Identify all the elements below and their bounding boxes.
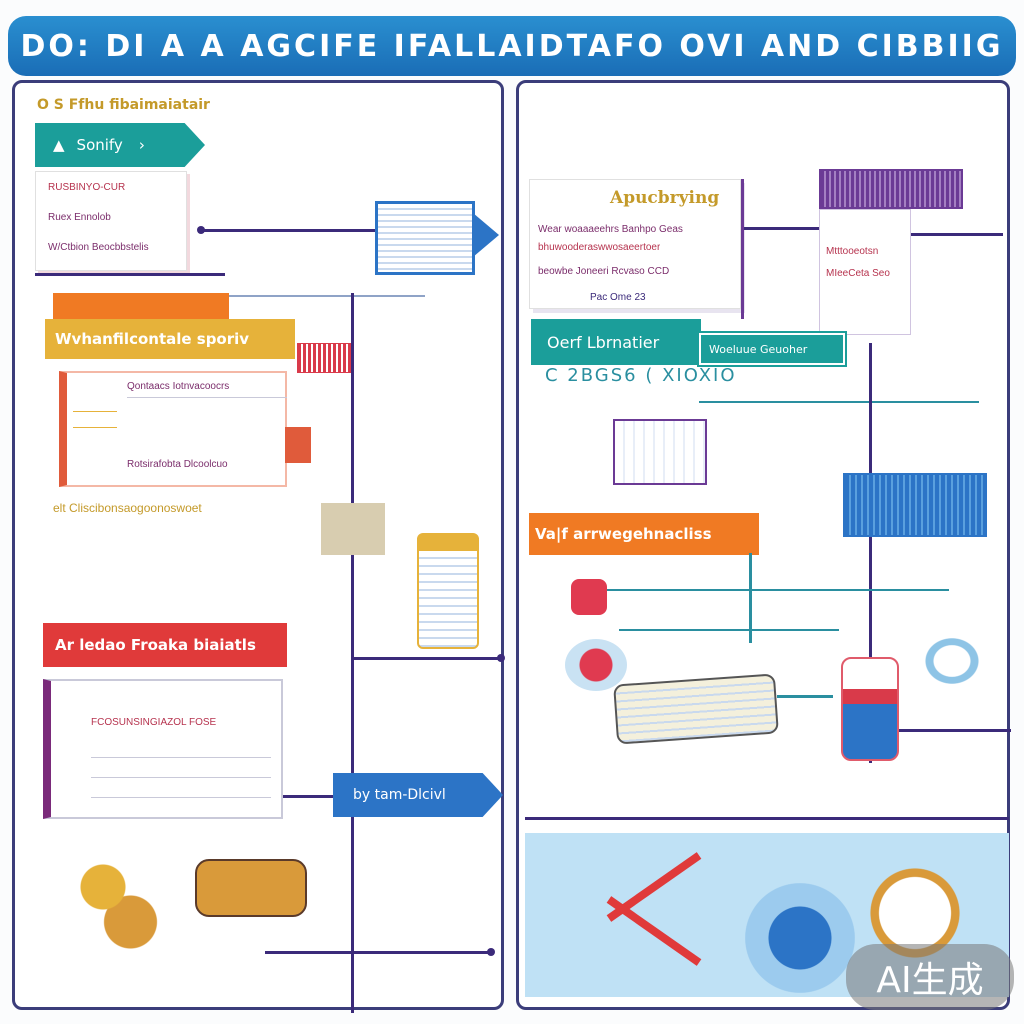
red-striped-box <box>297 343 353 373</box>
connector <box>351 293 354 1013</box>
dashboard-illustration <box>613 419 707 485</box>
red-card: FCOSUNSINGIAZOL FOSE <box>43 679 283 819</box>
connector <box>225 295 425 297</box>
card-divider <box>91 777 271 778</box>
red-x-mark <box>606 896 702 966</box>
red-bag-icon <box>571 579 607 615</box>
blue-arrow-label: by tam-Dlcivl <box>353 787 446 803</box>
blue-arrow-tag: by tam-Dlcivl <box>333 773 503 817</box>
small-red-chart <box>285 427 311 463</box>
card-line: MIeeCeta Seo <box>826 268 890 279</box>
connector <box>743 227 821 230</box>
connector <box>777 695 833 698</box>
teal-section-title: Oerf Lbrnatier <box>547 332 660 352</box>
sonify-label: Sonify <box>76 136 123 154</box>
card-line: bhuwooderaswwosaeertoer <box>538 242 661 253</box>
connector-node <box>497 654 505 662</box>
purple-chart-card <box>819 169 963 209</box>
left-panel-header: O S Ffhu fibaimaiatair <box>37 97 210 113</box>
card-divider <box>73 427 117 428</box>
orange-doc-card <box>417 533 479 649</box>
connector <box>911 233 1003 236</box>
people-illustration <box>59 845 169 985</box>
ai-generated-watermark: AI生成 <box>846 944 1014 1010</box>
bowl-illustration <box>917 631 987 691</box>
connector <box>35 273 225 276</box>
connector <box>699 401 979 403</box>
arrow-right-icon <box>473 213 499 257</box>
menu-card: RUSBINYO-CUR Ruex Ennolob W/Ctbion Beocb… <box>35 171 187 271</box>
connector-node <box>487 948 495 956</box>
diagram-title-banner: DO: DI A A AGCIFE IFALLAIDTAFO OVI AND C… <box>8 16 1016 76</box>
orange-strip <box>53 293 229 319</box>
card-line: beowbe Joneeri Rcvaso CCD <box>538 266 670 277</box>
teal-sub-label: C 2BGS6 ( XIOXIO <box>545 365 737 386</box>
right-panel: Apucbrying Wear woaaaeehrs Banhpo Geas b… <box>516 80 1011 1010</box>
red-section-title: Ar ledao Froaka biaiatls <box>55 636 256 654</box>
connector <box>283 795 335 798</box>
connector <box>741 179 744 319</box>
user-icon: ▲ <box>53 136 65 154</box>
sonify-button[interactable]: ▲ Sonify › <box>35 123 205 167</box>
teal-section-header: Oerf Lbrnatier <box>531 319 701 365</box>
cup-illustration <box>841 657 899 761</box>
card-line: FCOSUNSINGIAZOL FOSE <box>91 717 217 728</box>
diagram-title: DO: DI A A AGCIFE IFALLAIDTAFO OVI AND C… <box>20 28 1004 64</box>
menu-item[interactable]: Ruex Ennolob <box>48 212 111 223</box>
menu-item[interactable]: RUSBINYO-CUR <box>48 182 126 193</box>
card-divider <box>91 797 271 798</box>
card-divider <box>91 757 271 758</box>
teal-box: Woeluue Geuoher <box>697 331 847 367</box>
card-divider <box>127 397 287 398</box>
connector <box>351 657 501 660</box>
blue-equipment <box>843 473 987 537</box>
teal-box-label: Woeluue Geuoher <box>709 342 808 356</box>
orange-section-title: Wvhanfilcontale sporiv <box>55 330 250 348</box>
connector <box>525 817 1009 820</box>
chevron-right-icon: › <box>138 136 145 154</box>
card-line: Mtttooeotsn <box>826 246 879 257</box>
app-card-title: Apucbrying <box>610 188 720 208</box>
purple-card-body: Mtttooeotsn MIeeCeta Seo <box>819 209 911 335</box>
left-panel: O S Ffhu fibaimaiatair ▲ Sonify › RUSBIN… <box>12 80 505 1013</box>
orange-footer-text: elt Cliscibonsaogoonoswoet <box>53 501 202 515</box>
connector <box>749 553 752 643</box>
orange-section-header: Wvhanfilcontale sporiv <box>45 319 295 359</box>
blue-data-box <box>375 201 475 275</box>
card-line: Wear woaaaeehrs Banhpo Geas <box>538 224 683 235</box>
connector <box>899 729 1011 732</box>
connector-node <box>197 226 205 234</box>
card-line: Qontaacs Iotnvacoocrs <box>127 381 230 392</box>
helmet-icon <box>565 639 627 691</box>
connector <box>599 589 949 591</box>
connector <box>199 229 375 232</box>
card-line: Rotsirafobta Dlcoolcuo <box>127 459 228 470</box>
orange-section-title: Va|f arrwegehnacliss <box>535 525 712 543</box>
device-illustration <box>613 673 779 745</box>
globe-illustration <box>745 883 855 993</box>
tank-illustration <box>195 859 307 917</box>
connector <box>265 951 491 954</box>
connector <box>869 343 872 763</box>
card-divider <box>73 411 117 412</box>
tan-node-box <box>321 503 385 555</box>
orange-section-header: Va|f arrwegehnacliss <box>529 513 759 555</box>
menu-item[interactable]: W/Ctbion Beocbbstelis <box>48 242 149 253</box>
watermark-text: AI生成 <box>876 960 984 1001</box>
red-section-header: Ar ledao Froaka biaiatls <box>43 623 287 667</box>
orange-card: Qontaacs Iotnvacoocrs Rotsirafobta Dlcoo… <box>59 371 287 487</box>
app-card: Apucbrying Wear woaaaeehrs Banhpo Geas b… <box>529 179 741 309</box>
bottom-scene <box>525 833 1009 997</box>
connector <box>619 629 839 631</box>
card-footer: Pac Ome 23 <box>590 292 646 303</box>
